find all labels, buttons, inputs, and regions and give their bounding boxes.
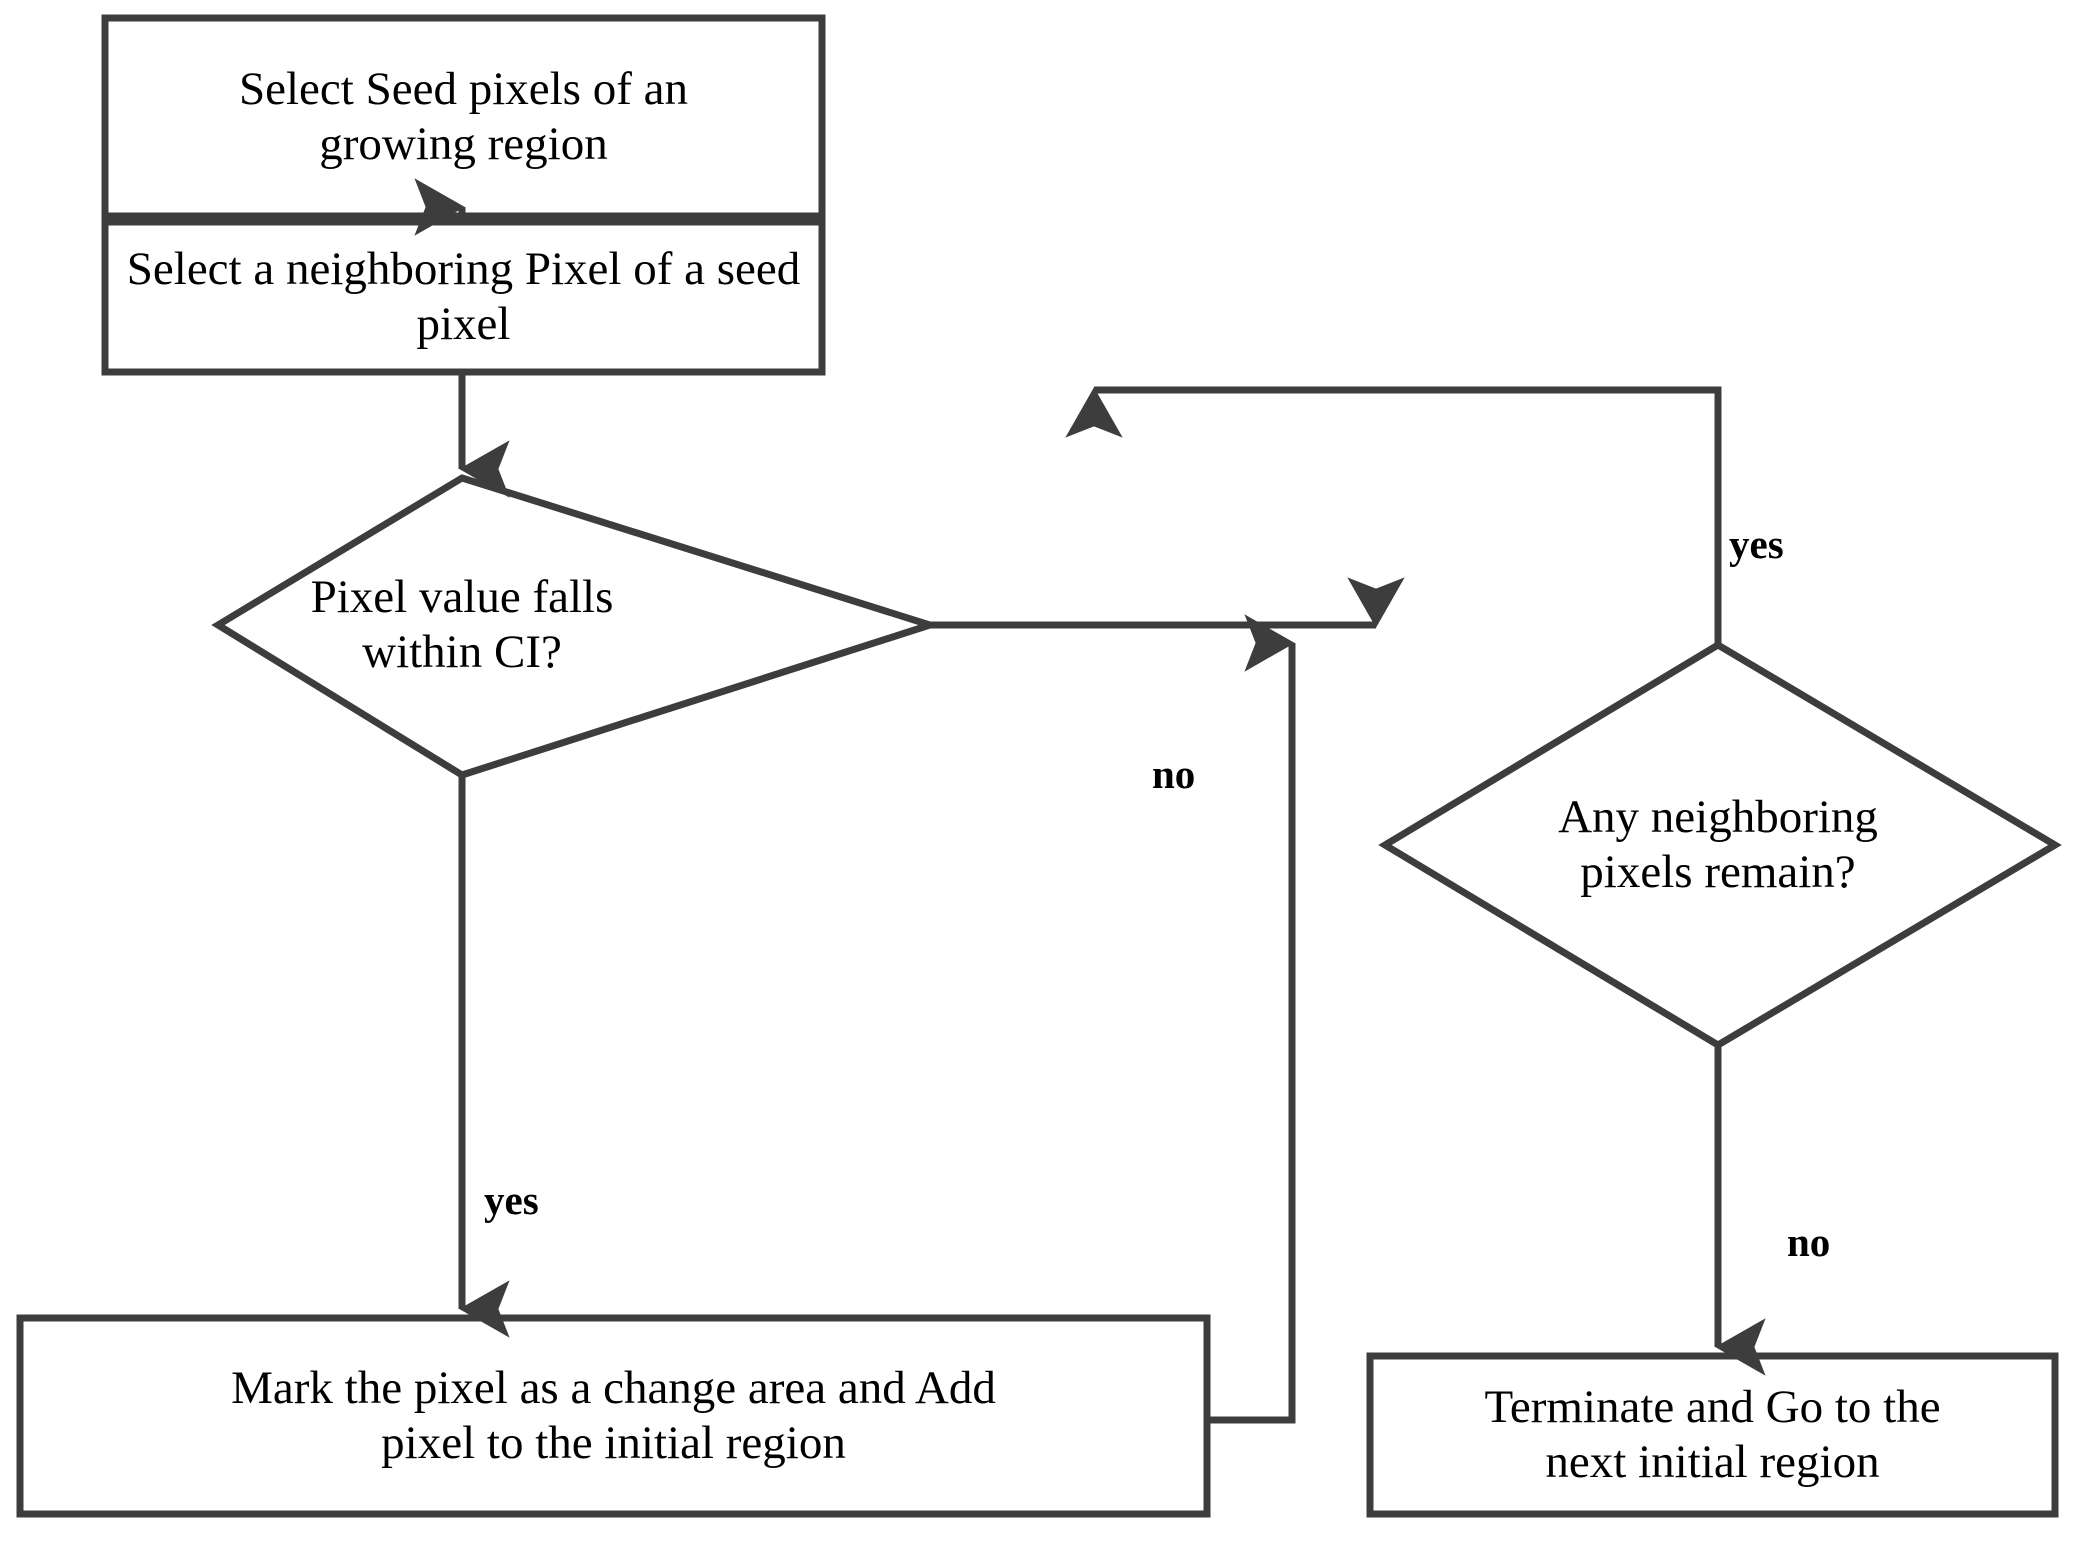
- node-remain-diamond: [1378, 640, 2062, 1050]
- edge-remain-yes-to-neighbor: [1065, 386, 1722, 645]
- node-mark-box: [16, 1314, 1211, 1518]
- node-seed-box: [101, 14, 826, 220]
- node-ci-diamond: [211, 474, 942, 779]
- edge-label-remain-yes: yes: [1729, 521, 1784, 567]
- edge-mark-to-remain: [1207, 614, 1296, 1424]
- edge-label-ci-yes: yes: [484, 1177, 539, 1223]
- edge-label-remain-no: no: [1787, 1219, 1831, 1265]
- node-neighbor-box: [101, 218, 826, 376]
- node-terminate-box: [1366, 1352, 2059, 1518]
- edge-label-ci-no: no: [1152, 751, 1196, 797]
